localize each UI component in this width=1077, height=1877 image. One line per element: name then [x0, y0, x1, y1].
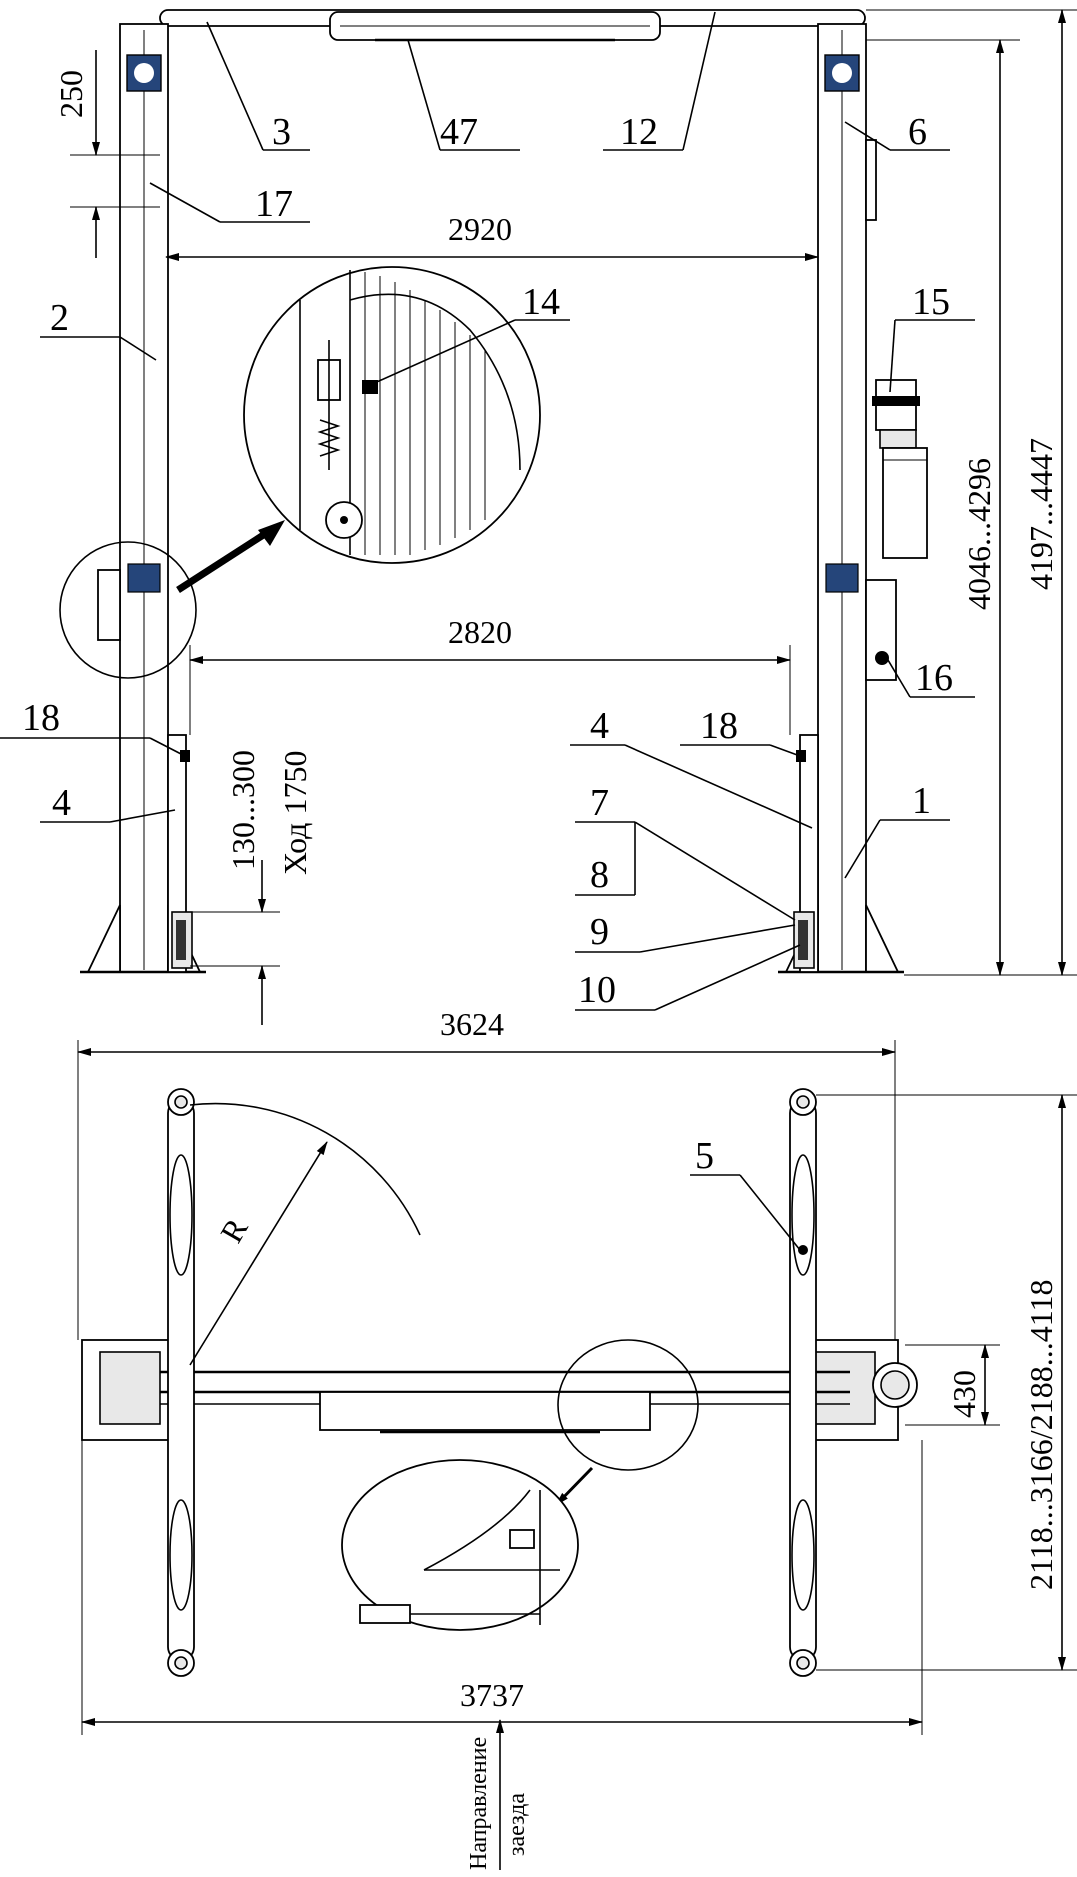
callout-4-right: 4: [590, 705, 609, 747]
direction-line-1: Направление: [466, 1737, 492, 1870]
callout-17: 17: [255, 183, 293, 225]
callout-14: 14: [522, 281, 560, 323]
dim-130-300: 130...300: [225, 750, 261, 870]
right-carriage: [793, 734, 819, 973]
dim-3624: 3624: [440, 1006, 504, 1042]
callout-15: 15: [912, 281, 950, 323]
callout-16: 16: [915, 657, 953, 699]
callout-12: 12: [620, 111, 658, 153]
callout-labels: 3 47 12 6 17 2 14 15 16 18 18 4 4 7 8 9 …: [22, 111, 953, 1177]
magnifier-circle: [59, 520, 285, 679]
callout-18-right: 18: [700, 705, 738, 747]
dim-stroke: Ход 1750: [277, 751, 313, 875]
dim-250: 250: [53, 70, 89, 118]
detail-view-14: [243, 266, 541, 564]
dim-4197-4447: 4197...4447: [1023, 438, 1059, 590]
callout-7: 7: [590, 782, 609, 824]
dim-2820: 2820: [448, 614, 512, 650]
dim-radius: R: [213, 1211, 255, 1248]
callout-6: 6: [908, 111, 927, 153]
dim-2118: 2118...3166/2188...4118: [1023, 1279, 1059, 1590]
right-column: [778, 23, 904, 974]
front-view: [0, 8, 1077, 1025]
top-beam: [159, 9, 866, 42]
dim-3737: 3737: [460, 1677, 524, 1713]
callout-3: 3: [272, 111, 291, 153]
callout-8: 8: [590, 854, 609, 896]
callout-5: 5: [695, 1135, 714, 1177]
callout-47: 47: [440, 111, 478, 153]
callout-4-left: 4: [52, 782, 71, 824]
dim-2920: 2920: [448, 211, 512, 247]
dim-4046-4296: 4046...4296: [961, 458, 997, 610]
left-carriage: [167, 734, 193, 973]
direction-label: Направление заезда: [466, 1737, 530, 1870]
front-dimension-lines: [70, 8, 1077, 1025]
dim-430: 430: [946, 1370, 982, 1418]
callout-2: 2: [50, 297, 69, 339]
callout-1: 1: [912, 780, 931, 822]
callout-9: 9: [590, 911, 609, 953]
top-view: [77, 1040, 1077, 1870]
left-column: [80, 23, 206, 974]
direction-line-2: заезда: [504, 1793, 530, 1856]
callout-18-left: 18: [22, 697, 60, 739]
callout-10: 10: [578, 969, 616, 1011]
power-unit: [865, 379, 928, 681]
callout-leaders: [0, 11, 975, 1011]
